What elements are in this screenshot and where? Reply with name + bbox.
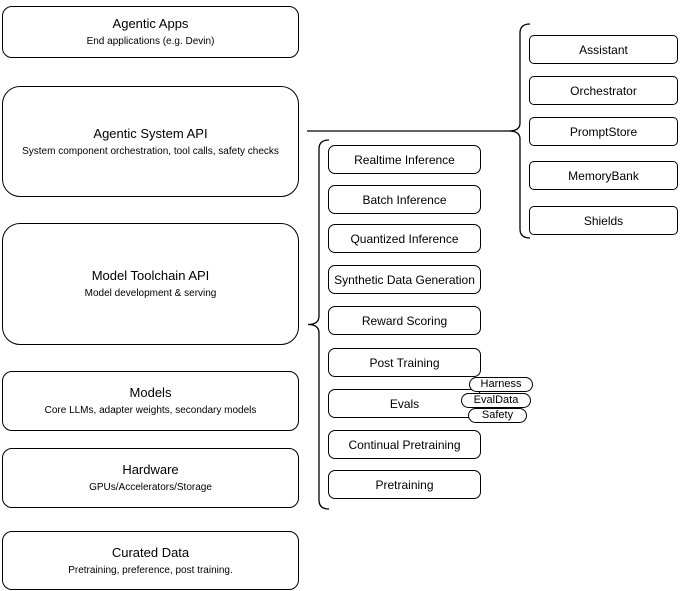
toolchain-group-brace — [307, 139, 330, 510]
node-realtime-inference: Realtime Inference — [328, 145, 481, 174]
node-subtitle: Core LLMs, adapter weights, secondary mo… — [44, 405, 257, 416]
node-label: Pretraining — [375, 477, 434, 492]
node-subtitle: GPUs/Accelerators/Storage — [89, 482, 212, 493]
pill-label: EvalData — [473, 394, 519, 406]
node-subtitle: Pretraining, preference, post training. — [68, 564, 233, 576]
node-hardware: Hardware GPUs/Accelerators/Storage — [2, 448, 299, 508]
node-title: Hardware — [122, 462, 179, 477]
node-title: Agentic System API — [93, 125, 208, 141]
node-agentic-system-api: Agentic System API System component orch… — [2, 86, 299, 197]
node-label: Quantized Inference — [350, 231, 459, 246]
node-reward-scoring: Reward Scoring — [328, 306, 481, 335]
node-label: Post Training — [369, 355, 440, 370]
node-label: Shields — [583, 213, 624, 228]
node-label: MemoryBank — [568, 168, 639, 183]
node-title: Agentic Apps — [112, 16, 189, 31]
node-evals: Evals — [328, 389, 481, 418]
node-pretraining: Pretraining — [328, 470, 481, 499]
pill-evaldata: EvalData — [461, 393, 531, 408]
node-batch-inference: Batch Inference — [328, 185, 481, 214]
node-agentic-apps: Agentic Apps End applications (e.g. Devi… — [2, 6, 299, 58]
node-label: Assistant — [579, 42, 628, 57]
node-label: Batch Inference — [362, 192, 447, 207]
system-group-brace — [508, 23, 531, 239]
pill-label: Safety — [481, 409, 514, 421]
pill-safety: Safety — [468, 408, 527, 423]
node-model-toolchain-api: Model Toolchain API Model development & … — [2, 223, 299, 345]
node-curated-data: Curated Data Pretraining, preference, po… — [2, 531, 299, 590]
node-label: Continual Pretraining — [348, 437, 461, 452]
node-memorybank: MemoryBank — [529, 161, 678, 190]
node-subtitle: End applications (e.g. Devin) — [86, 36, 215, 47]
node-shields: Shields — [529, 206, 678, 235]
node-quantized-inference: Quantized Inference — [328, 224, 481, 253]
node-label: Synthetic Data Generation — [334, 272, 475, 287]
node-label: PromptStore — [569, 124, 638, 139]
node-subtitle: System component orchestration, tool cal… — [22, 145, 279, 157]
pill-harness: Harness — [469, 377, 533, 392]
node-label: Realtime Inference — [354, 152, 455, 167]
node-title: Model Toolchain API — [91, 268, 210, 283]
node-synthetic-data-generation: Synthetic Data Generation — [328, 265, 481, 294]
node-post-training: Post Training — [328, 348, 481, 377]
node-label: Orchestrator — [570, 83, 637, 98]
node-label: Evals — [389, 396, 420, 411]
node-promptstore: PromptStore — [529, 117, 678, 146]
node-continual-pretraining: Continual Pretraining — [328, 430, 481, 459]
node-title: Curated Data — [111, 544, 190, 560]
node-label: Reward Scoring — [361, 313, 448, 328]
node-models: Models Core LLMs, adapter weights, secon… — [2, 371, 299, 431]
node-orchestrator: Orchestrator — [529, 76, 678, 105]
node-subtitle: Model development & serving — [84, 288, 217, 299]
node-title: Models — [129, 385, 172, 400]
node-assistant: Assistant — [529, 35, 678, 64]
pill-label: Harness — [480, 378, 522, 390]
